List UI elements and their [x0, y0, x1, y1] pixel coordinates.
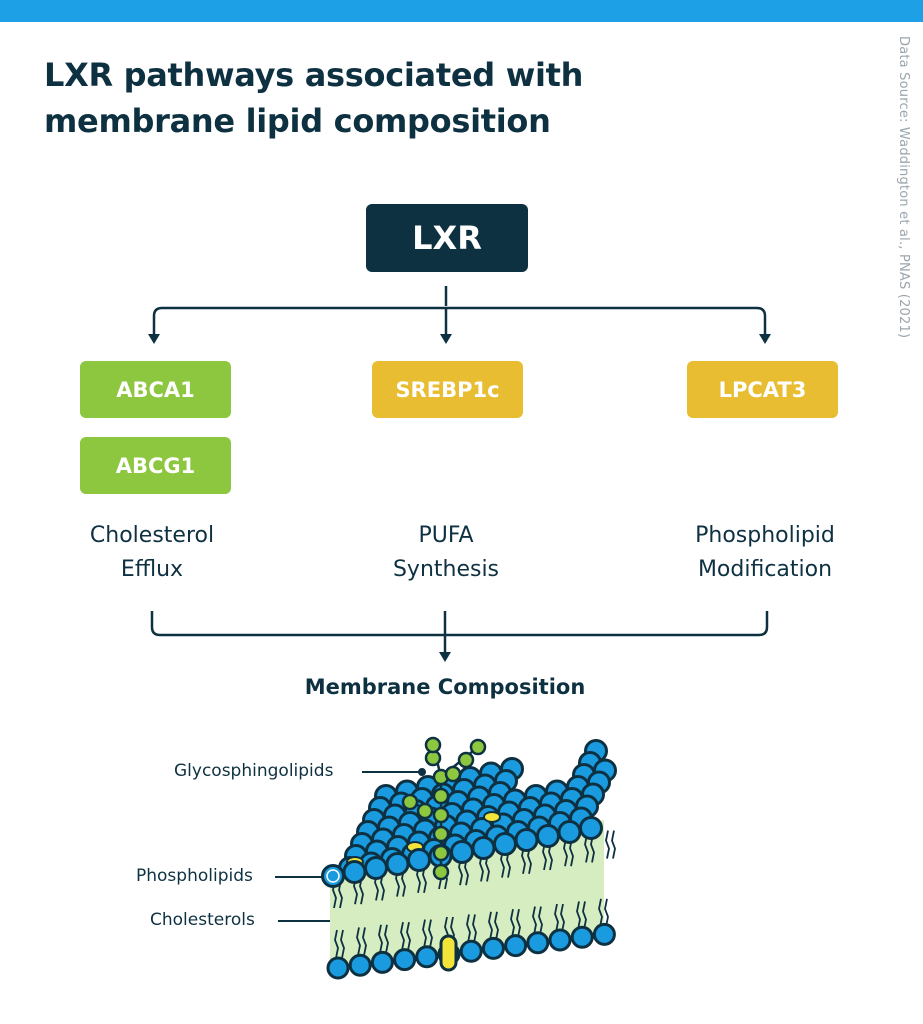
lipid-tail	[584, 834, 589, 863]
phospholipid-head	[385, 852, 410, 876]
phospholipid-head	[514, 828, 539, 852]
lipid-tail	[362, 927, 367, 956]
lipid-tail	[532, 906, 537, 935]
pathway-phospholipid-line2: Modification	[697, 557, 833, 582]
sugar-unit	[457, 751, 475, 769]
abca1-box: ABCA1	[80, 361, 231, 418]
sugar-unit	[432, 863, 450, 881]
phospholipid-head	[393, 948, 417, 972]
lipid-tail	[576, 901, 581, 930]
lipid-tail	[582, 901, 587, 930]
abcg1-box: ABCG1	[80, 437, 231, 494]
lipid-tail	[494, 911, 499, 940]
lipid-tail	[560, 903, 565, 933]
lipid-tail	[538, 906, 543, 935]
data-source-note: Data Source: Waddington et al., PNAS (20…	[896, 36, 911, 339]
phospholipid-head	[504, 934, 528, 958]
phospholipid-head	[526, 931, 550, 955]
phospholipid-head	[450, 840, 474, 864]
pathway-phospholipid-line1: Phospholipid	[695, 523, 835, 548]
phospholipid-head	[326, 956, 350, 980]
phospholipid-head	[579, 816, 603, 840]
lipid-tail	[516, 909, 521, 938]
lipid-tail	[604, 898, 609, 927]
lipid-tail	[605, 830, 610, 859]
phospholipid-head	[407, 848, 431, 872]
label-phospholipids: Phospholipids	[136, 866, 253, 886]
phospholipid-head	[415, 945, 439, 969]
lipid-tail	[384, 924, 389, 953]
phospholipid-head	[364, 856, 388, 880]
pathway-pufa-synthesis: PUFA Synthesis	[336, 519, 556, 587]
label-glycosphingolipids: Glycosphingolipids	[174, 761, 334, 781]
lipid-tail	[378, 924, 383, 953]
page-title: LXR pathways associated with membrane li…	[44, 56, 584, 140]
lipid-tail	[488, 911, 493, 940]
lipid-tail	[563, 838, 568, 867]
phospholipid-head	[536, 824, 560, 848]
lipid-tail	[406, 922, 411, 951]
phospholipid-highlight	[326, 869, 340, 883]
sugar-unit	[432, 844, 450, 862]
cholesterol-molecule	[483, 811, 501, 823]
phospholipid-head	[570, 925, 594, 949]
phospholipid-head	[481, 936, 505, 960]
pathway-cholesterol-line2: Efflux	[120, 557, 184, 582]
lpcat3-box: LPCAT3	[687, 361, 838, 418]
phospholipid-head	[471, 836, 496, 860]
lipid-tail	[422, 919, 427, 948]
phospholipid-head	[348, 953, 372, 977]
membrane-composition-title: Membrane Composition	[304, 675, 586, 699]
phospholipid-head	[592, 922, 616, 946]
lipid-tail	[466, 914, 471, 943]
lipid-tail	[400, 922, 405, 951]
sugar-unit	[416, 802, 434, 820]
pathway-pufa-line1: PUFA	[418, 523, 474, 548]
lipid-tail	[611, 830, 616, 859]
lipid-tail	[428, 919, 433, 948]
top-accent-bar	[0, 0, 923, 22]
srebp1c-box: SREBP1c	[372, 361, 523, 418]
pathway-pufa-line2: Synthesis	[392, 557, 500, 582]
phospholipid-head	[548, 928, 572, 952]
lipid-tail	[356, 927, 361, 956]
pathway-cholesterol-line1: Cholesterol	[89, 523, 215, 548]
phospholipid-head	[459, 939, 483, 963]
phospholipid-head	[370, 950, 394, 974]
sugar-unit	[432, 806, 450, 824]
lipid-tail	[510, 909, 515, 938]
lipid-tail	[472, 914, 477, 943]
sugar-unit	[401, 793, 419, 811]
phospholipid-head	[557, 820, 582, 844]
lipid-tail	[598, 898, 603, 927]
phospholipid-head	[493, 832, 517, 856]
sugar-unit	[469, 738, 487, 756]
sugar-unit	[432, 787, 450, 805]
cholesterol-molecule	[439, 934, 458, 972]
label-cholesterols: Cholesterols	[150, 910, 255, 930]
pathway-cholesterol-efflux: Cholesterol Efflux	[42, 519, 262, 587]
pathway-phospholipid-modification: Phospholipid Modification	[655, 519, 875, 587]
sugar-unit	[444, 765, 462, 783]
sugar-unit	[432, 825, 450, 843]
lxr-box: LXR	[366, 204, 528, 272]
sugar-unit	[424, 736, 442, 754]
lipid-tail	[340, 929, 345, 959]
phospholipid-head	[321, 864, 345, 888]
lipid-tail	[334, 929, 339, 959]
phospholipid-head	[342, 860, 367, 884]
lipid-tail	[554, 903, 559, 933]
